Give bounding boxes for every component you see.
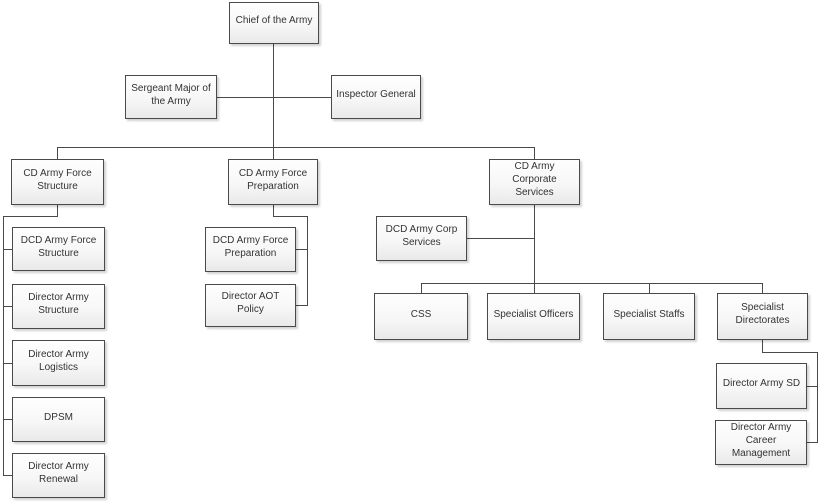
node-label: Director Army Structure [28, 292, 89, 316]
node-label: Director AOT Policy [221, 291, 280, 315]
connector-specialist-directorates-jog [762, 352, 818, 353]
node-cd-army-force-preparation[interactable]: CD Army Force Preparation [228, 159, 318, 205]
connector-drop-css [421, 283, 422, 293]
node-label: CSS [410, 308, 432, 320]
node-label: Sergeant Major of the Army [131, 82, 211, 107]
node-label: Specialist Staffs [613, 308, 685, 320]
connector-stub-dcd-force-preparation [296, 249, 307, 250]
connector-stub-director-army-renewal [3, 475, 12, 476]
node-specialist-officers[interactable]: Specialist Officers [487, 293, 580, 340]
node-sergeant-major-of-the-army[interactable]: Sergeant Major of the Army [125, 75, 217, 119]
node-director-army-sd[interactable]: Director Army SD [716, 363, 807, 409]
node-dcd-army-corp-services[interactable]: DCD Army Corp Services [376, 216, 467, 261]
connector-force-structure-jog [3, 216, 58, 217]
connector-drop-specialist-staffs [649, 283, 650, 293]
node-cd-army-force-structure[interactable]: CD Army Force Structure [11, 159, 104, 205]
connector-stub-director-aot-policy [296, 305, 307, 306]
connector-level3-bus [57, 147, 535, 148]
connector-stub-director-army-logistics [3, 363, 12, 364]
connector-force-structure-rail [3, 216, 4, 476]
node-director-army-logistics[interactable]: Director Army Logistics [12, 340, 105, 386]
connector-assistants [217, 97, 331, 98]
node-chief-of-the-army[interactable]: Chief of the Army [229, 2, 319, 44]
node-specialist-directorates[interactable]: Specialist Directorates [717, 293, 808, 340]
connector-force-structure-down [57, 205, 58, 217]
connector-force-preparation-jog [273, 216, 308, 217]
connector-corporate-services-trunk [534, 205, 535, 293]
node-director-army-renewal[interactable]: Director Army Renewal [12, 453, 105, 498]
connector-specialist-directorates-rail [817, 352, 818, 443]
connector-stub-director-army-structure [3, 306, 12, 307]
connector-drop-cd-force-structure [57, 147, 58, 159]
node-director-aot-policy[interactable]: Director AOT Policy [205, 284, 296, 327]
node-specialist-staffs[interactable]: Specialist Staffs [603, 293, 695, 340]
node-label: Director Army SD [722, 378, 801, 389]
node-label: Director Army Renewal [28, 461, 89, 485]
node-label: Specialist Officers [493, 308, 574, 320]
connector-drop-cd-corporate-services [534, 147, 535, 159]
node-label: CD Army Force Structure [23, 167, 92, 192]
node-label: DPSM [44, 411, 73, 423]
node-css[interactable]: CSS [374, 293, 468, 340]
node-director-army-structure[interactable]: Director Army Structure [12, 284, 105, 329]
connector-stub-director-army-career-management [807, 442, 817, 443]
node-label: CD Army Force Preparation [238, 167, 308, 192]
node-label: DCD Army Corp Services [385, 224, 458, 248]
connector-level4-bus [421, 283, 763, 284]
node-dpsm[interactable]: DPSM [12, 397, 105, 442]
node-label: Director Army Career Management [730, 421, 792, 459]
node-label: Director Army Logistics [28, 348, 89, 373]
node-label: CD Army Corporate Services [512, 161, 557, 198]
connector-force-preparation-down [273, 205, 274, 217]
connector-stub-dcd-force-structure [3, 249, 12, 250]
node-label: Specialist Directorates [735, 302, 790, 326]
node-label: DCD Army Force Structure [20, 234, 97, 259]
node-inspector-general[interactable]: Inspector General [331, 75, 421, 119]
connector-stub-director-army-sd [807, 386, 817, 387]
node-dcd-army-force-preparation[interactable]: DCD Army Force Preparation [205, 227, 296, 272]
node-label: Inspector General [336, 89, 416, 100]
node-director-army-career-management[interactable]: Director Army Career Management [715, 420, 807, 465]
node-dcd-army-force-structure[interactable]: DCD Army Force Structure [12, 227, 105, 271]
connector-stub-dpsm [3, 419, 12, 420]
connector-stub-dcd-corp-services [467, 238, 534, 239]
node-label: Chief of the Army [235, 15, 313, 26]
node-label: DCD Army Force Preparation [212, 235, 289, 259]
connector-force-preparation-rail [307, 216, 308, 306]
connector-chief-trunk [273, 44, 274, 159]
connector-drop-specialist-directorates [762, 283, 763, 293]
connector-specialist-directorates-down [762, 340, 763, 352]
node-cd-army-corporate-services[interactable]: CD Army Corporate Services [489, 159, 580, 205]
